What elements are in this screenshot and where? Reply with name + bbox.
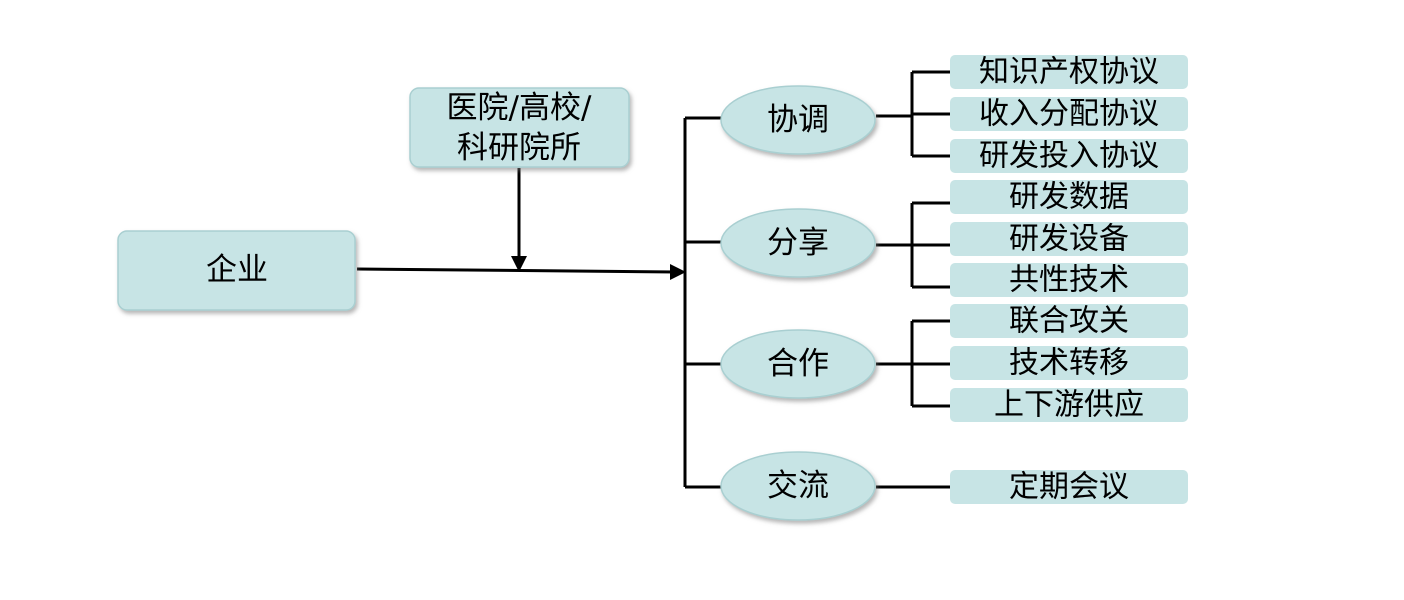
institution-label-line2: 科研院所: [457, 130, 581, 166]
coordination-label: 协调: [767, 102, 829, 138]
leaf-node: 研发数据: [950, 180, 1188, 215]
sharing-label: 分享: [767, 225, 829, 261]
enterprise-connector: [356, 267, 677, 274]
coordination-node: 协调: [720, 85, 876, 155]
leaf-node: 联合攻关: [950, 304, 1188, 339]
leaf-node: 研发投入协议: [950, 139, 1188, 174]
leaf-label: 研发投入协议: [979, 139, 1159, 174]
leaf-list: 知识产权协议 收入分配协议 研发投入协议 研发数据 研发设备 共性技术 联合攻关: [950, 55, 1188, 505]
leaf-label: 联合攻关: [1009, 304, 1129, 339]
enterprise-label: 企业: [206, 252, 268, 288]
enterprise-node: 企业: [117, 230, 356, 311]
leaf-label: 知识产权协议: [979, 55, 1159, 90]
connectors: [356, 70, 950, 489]
leaf-node: 研发设备: [950, 222, 1188, 257]
leaf-node: 上下游供应: [950, 388, 1188, 423]
exchange-label: 交流: [767, 468, 829, 504]
sharing-node: 分享: [720, 208, 876, 278]
exchange-node: 交流: [720, 451, 876, 521]
leaf-node: 知识产权协议: [950, 55, 1188, 90]
leaf-label: 研发数据: [1009, 180, 1129, 215]
leaf-node: 共性技术: [950, 263, 1188, 298]
cooperation-node: 合作: [720, 329, 876, 399]
arrow-head-institution: [511, 256, 527, 272]
leaf-label: 定期会议: [1009, 470, 1129, 505]
leaf-label: 研发设备: [1009, 222, 1129, 257]
cooperation-label: 合作: [767, 346, 829, 382]
leaf-node: 定期会议: [950, 470, 1188, 505]
institution-node: 医院/高校/ 科研院所: [409, 87, 630, 168]
leaf-node: 技术转移: [950, 346, 1188, 381]
leaf-label: 共性技术: [1009, 263, 1129, 298]
leaf-label: 技术转移: [1009, 346, 1129, 381]
leaf-label: 收入分配协议: [979, 97, 1159, 132]
leaf-label: 上下游供应: [994, 388, 1144, 423]
arrow-head-main: [670, 264, 686, 280]
institution-label-line1: 医院/高校/: [447, 90, 592, 126]
leaf-node: 收入分配协议: [950, 97, 1188, 132]
